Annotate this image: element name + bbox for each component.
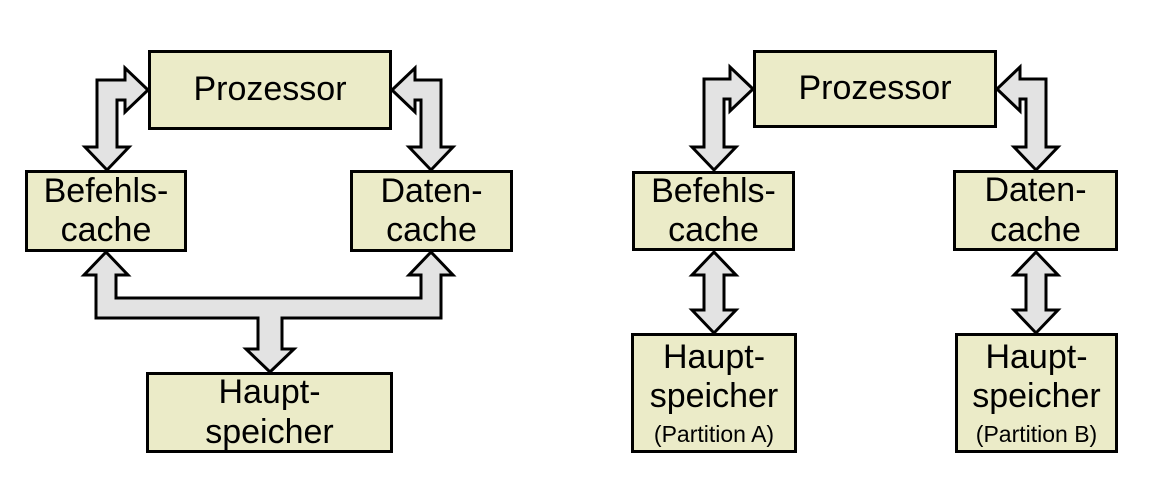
box-label-line1: Befehls-	[651, 171, 776, 210]
box-prozessor-right: Prozessor	[753, 50, 997, 128]
box-hauptspeicher-partition-a: Haupt- speicher (Partition A)	[631, 333, 797, 453]
arrow-befehlscache-partition-a	[688, 249, 740, 336]
box-label-line2: cache	[668, 211, 759, 249]
box-label-line1: Haupt-	[985, 338, 1088, 377]
box-label-line1: Befehls-	[43, 171, 169, 210]
partition-note: (Partition A)	[653, 421, 775, 448]
box-label-line2: cache	[60, 211, 152, 249]
arrow-caches-hauptspeicher-left-diagram	[80, 249, 457, 375]
box-label: Prozessor	[193, 70, 347, 109]
arrow-datencache-partition-b	[1010, 249, 1062, 336]
partition-note: (Partition B)	[975, 421, 1098, 448]
arrow-prozessor-datencache-left-diagram	[389, 64, 457, 173]
box-label-line2: cache	[990, 210, 1081, 249]
box-datencache-right: Daten- cache	[953, 170, 1118, 251]
box-label-line1: Daten-	[984, 171, 1087, 210]
box-label-line1: Haupt-	[218, 373, 321, 412]
arrow-prozessor-befehlscache-left-diagram	[81, 64, 151, 173]
box-hauptspeicher-partition-b: Haupt- speicher (Partition B)	[955, 333, 1118, 453]
arrow-prozessor-befehlscache-right-diagram	[688, 63, 756, 173]
arrow-prozessor-datencache-right-diagram	[994, 63, 1062, 173]
box-label-line2: speicher	[972, 377, 1101, 416]
box-label-line1: Haupt-	[662, 338, 766, 377]
box-prozessor-left: Prozessor	[148, 50, 392, 130]
box-datencache-left: Daten- cache	[350, 170, 513, 252]
box-label: Prozessor	[798, 69, 952, 108]
box-label-line2: speicher	[649, 377, 779, 416]
box-hauptspeicher-left: Haupt- speicher	[146, 372, 393, 453]
box-befehlscache-right: Befehls- cache	[632, 171, 795, 251]
box-label-line1: Daten-	[380, 171, 483, 210]
box-befehlscache-left: Befehls- cache	[25, 170, 187, 252]
box-label-line2: cache	[386, 211, 477, 249]
box-label-line2: speicher	[205, 412, 334, 451]
